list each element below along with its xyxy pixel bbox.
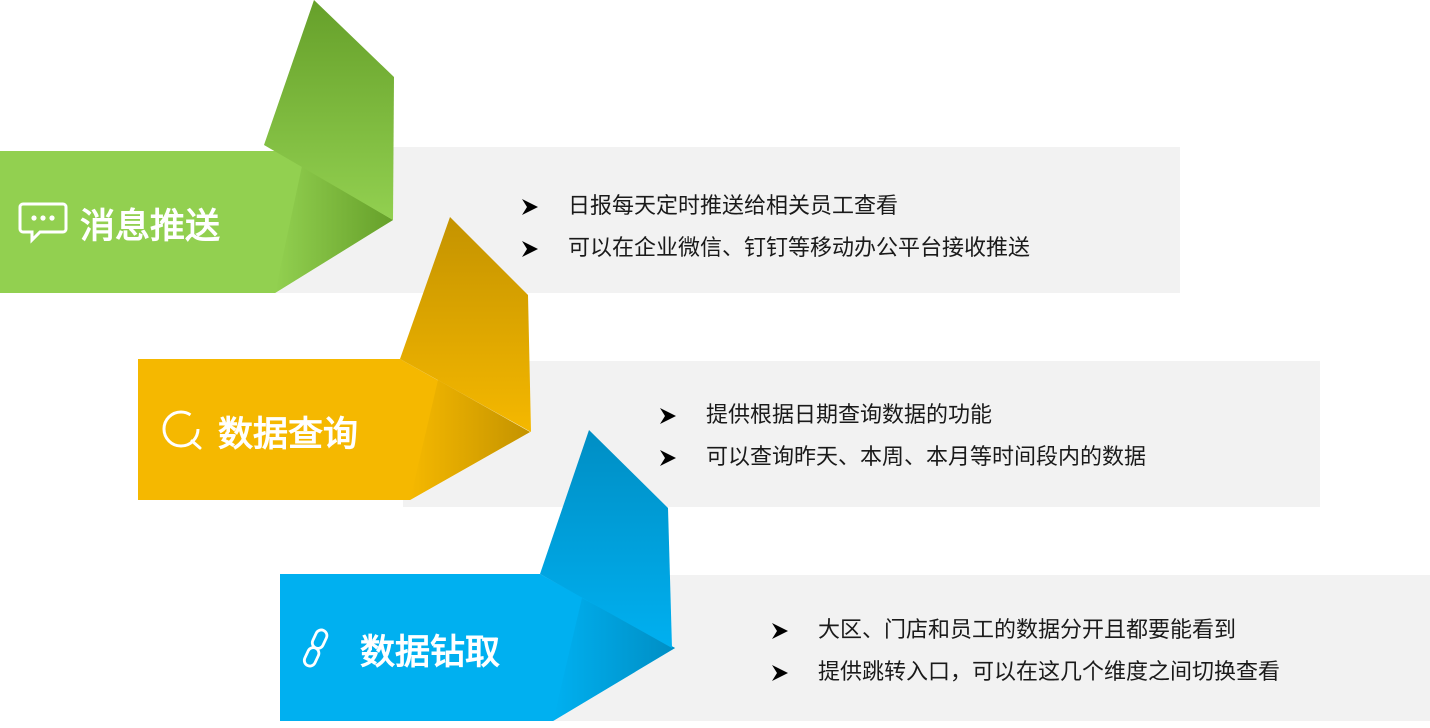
search-icon bbox=[162, 410, 202, 450]
list-item: 提供根据日期查询数据的功能 bbox=[658, 395, 1146, 437]
bullet-text: 可以查询昨天、本周、本月等时间段内的数据 bbox=[706, 445, 1147, 470]
list-item: 可以在企业微信、钉钉等移动办公平台接收推送 bbox=[520, 228, 1030, 270]
feature-block-message-push: 消息推送 日报每天定时推送给相关员工查看 可以在企业微信、钉钉等移动办公平台接收… bbox=[0, 0, 1200, 300]
link-icon bbox=[302, 628, 329, 668]
feature-block-data-drilldown: 数据钻取 大区、门店和员工的数据分开且都要能看到 提供跳转入口，可以在这几个维度… bbox=[280, 428, 1430, 728]
arrow-bullet-icon bbox=[772, 623, 788, 639]
text-panel bbox=[403, 361, 1320, 507]
ribbon-shape bbox=[138, 217, 1320, 507]
ribbon-shade bbox=[410, 380, 530, 500]
text-panel bbox=[275, 147, 1180, 293]
chat-bubble-icon bbox=[18, 202, 68, 244]
ribbon-shade bbox=[275, 166, 393, 293]
arrow-bullet-icon bbox=[660, 450, 676, 466]
list-item: 提供跳转入口，可以在这几个维度之间切换查看 bbox=[770, 652, 1280, 694]
bullet-text: 提供根据日期查询数据的功能 bbox=[706, 403, 993, 428]
bullet-text: 大区、门店和员工的数据分开且都要能看到 bbox=[818, 618, 1237, 643]
arrow-bullet-icon bbox=[522, 199, 538, 215]
bullet-text: 日报每天定时推送给相关员工查看 bbox=[568, 194, 899, 219]
ribbon-flap bbox=[264, 0, 394, 220]
ribbon-flap bbox=[540, 430, 672, 648]
ribbon-shape bbox=[280, 430, 1430, 721]
text-panel bbox=[553, 575, 1430, 721]
bullet-list: 提供根据日期查询数据的功能 可以查询昨天、本周、本月等时间段内的数据 bbox=[658, 395, 1146, 479]
block-title: 消息推送 bbox=[80, 207, 221, 247]
ribbon-shade bbox=[553, 598, 675, 721]
list-item: 可以查询昨天、本周、本月等时间段内的数据 bbox=[658, 437, 1146, 479]
bullet-text: 可以在企业微信、钉钉等移动办公平台接收推送 bbox=[568, 236, 1031, 261]
list-item: 大区、门店和员工的数据分开且都要能看到 bbox=[770, 610, 1280, 652]
arrow-bullet-icon bbox=[522, 241, 538, 257]
block-title: 数据钻取 bbox=[360, 633, 501, 673]
bullet-text: 提供跳转入口，可以在这几个维度之间切换查看 bbox=[818, 660, 1281, 685]
bullet-list: 日报每天定时推送给相关员工查看 可以在企业微信、钉钉等移动办公平台接收推送 bbox=[520, 186, 1030, 270]
bullet-list: 大区、门店和员工的数据分开且都要能看到 提供跳转入口，可以在这几个维度之间切换查… bbox=[770, 610, 1280, 694]
arrow-bullet-icon bbox=[660, 408, 676, 424]
ribbon-flap bbox=[400, 217, 531, 432]
list-item: 日报每天定时推送给相关员工查看 bbox=[520, 186, 1030, 228]
block-title: 数据查询 bbox=[218, 415, 359, 455]
ribbon-shape bbox=[0, 0, 1180, 293]
arrow-bullet-icon bbox=[772, 665, 788, 681]
feature-block-data-query: 数据查询 提供根据日期查询数据的功能 可以查询昨天、本周、本月等时间段内的数据 bbox=[138, 214, 1338, 514]
